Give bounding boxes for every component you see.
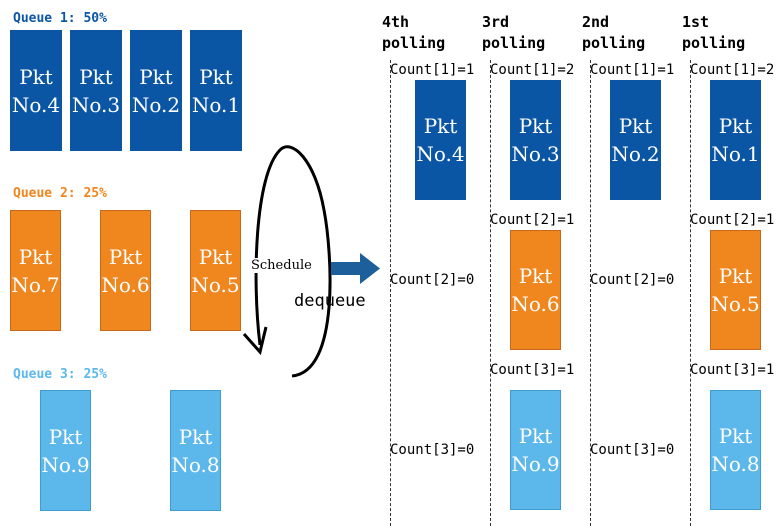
- polling-2-count-2: Count[2]=0: [590, 272, 675, 288]
- polling-2-count-1: Count[1]=1: [590, 62, 675, 78]
- polling-1-count-2: Count[2]=1: [690, 212, 775, 228]
- polling-3-count-3: Count[3]=1: [490, 362, 575, 378]
- queue-1-packet-4: Pkt No.4: [10, 30, 62, 151]
- polling-3-packet-9: Pkt No.9: [510, 390, 561, 510]
- packet-label: Pkt: [108, 244, 143, 269]
- queue-1-packet-2: Pkt No.2: [130, 30, 182, 151]
- queue-2-packet-5: Pkt No.5: [190, 210, 241, 331]
- packet-label: Pkt: [178, 424, 213, 449]
- dequeue-arrow-head: [360, 253, 380, 284]
- dequeue-arrow-shaft: [331, 262, 361, 275]
- packet-number: No.8: [171, 452, 220, 477]
- queue-3-label: Queue 3: 25%: [13, 367, 107, 382]
- queue-2-packet-6: Pkt No.6: [100, 210, 151, 331]
- scheduler-loop-arrowhead: [242, 326, 268, 356]
- polling-3-packet-6: Pkt No.6: [510, 230, 561, 350]
- polling-4-count-1: Count[1]=1: [390, 62, 475, 78]
- polling-2-divider: [590, 60, 591, 526]
- packet-label: Pkt: [518, 264, 553, 288]
- polling-3-header: 3rd polling: [482, 12, 545, 54]
- polling-3-count-1: Count[1]=2: [490, 62, 575, 78]
- polling-ordinal: 3rd: [482, 13, 510, 31]
- schedule-label: Schedule: [249, 258, 314, 273]
- packet-number: No.3: [71, 92, 121, 117]
- polling-4-packet-4: Pkt No.4: [415, 80, 466, 200]
- polling-4-divider: [390, 60, 391, 526]
- polling-ordinal: 1st: [682, 13, 710, 31]
- packet-number: No.8: [711, 452, 760, 476]
- queue-1-packet-3: Pkt No.3: [70, 30, 122, 151]
- polling-2-header: 2nd polling: [582, 12, 645, 54]
- polling-2-packet-2: Pkt No.2: [610, 80, 661, 200]
- packet-number: No.2: [131, 92, 181, 117]
- packet-label: Pkt: [198, 244, 233, 269]
- packet-label: Pkt: [19, 64, 53, 89]
- scheduler-loop: [254, 145, 332, 378]
- polling-3-packet-3: Pkt No.3: [510, 80, 561, 200]
- queue-1-packet-1: Pkt No.1: [190, 30, 242, 151]
- packet-number: No.3: [511, 142, 560, 166]
- polling-4-header: 4th polling: [382, 12, 445, 54]
- packet-label: Pkt: [718, 264, 753, 288]
- packet-number: No.4: [11, 92, 61, 117]
- packet-number: No.1: [191, 92, 241, 117]
- packet-label: Pkt: [423, 114, 458, 138]
- polling-4-count-3: Count[3]=0: [390, 442, 475, 458]
- polling-1-packet-1: Pkt No.1: [710, 80, 761, 200]
- polling-1-count-1: Count[1]=2: [690, 62, 775, 78]
- polling-word: polling: [682, 34, 746, 52]
- queue-2-label: Queue 2: 25%: [13, 186, 107, 201]
- packet-label: Pkt: [718, 424, 753, 448]
- packet-number: No.4: [416, 142, 465, 166]
- queue-3-packet-9: Pkt No.9: [40, 390, 91, 511]
- polling-ordinal: 2nd: [582, 13, 610, 31]
- dequeue-label: dequeue: [294, 291, 366, 311]
- packet-number: No.9: [511, 452, 560, 476]
- packet-number: No.1: [711, 142, 760, 166]
- packet-number: No.6: [511, 292, 560, 316]
- packet-label: Pkt: [139, 64, 173, 89]
- packet-number: No.2: [611, 142, 660, 166]
- packet-label: Pkt: [618, 114, 653, 138]
- packet-number: No.5: [191, 272, 240, 297]
- polling-word: polling: [482, 34, 546, 52]
- queue-2-packet-7: Pkt No.7: [10, 210, 61, 331]
- polling-word: polling: [382, 34, 446, 52]
- polling-2-count-3: Count[3]=0: [590, 442, 675, 458]
- packet-label: Pkt: [199, 64, 233, 89]
- queue-3-packet-8: Pkt No.8: [170, 390, 221, 511]
- polling-1-count-3: Count[3]=1: [690, 362, 775, 378]
- packet-label: Pkt: [48, 424, 83, 449]
- polling-3-count-2: Count[2]=1: [490, 212, 575, 228]
- polling-1-header: 1st polling: [682, 12, 745, 54]
- polling-1-divider: [690, 60, 691, 526]
- packet-number: No.9: [41, 452, 90, 477]
- packet-number: No.5: [711, 292, 760, 316]
- polling-1-packet-5: Pkt No.5: [710, 230, 761, 350]
- packet-label: Pkt: [18, 244, 53, 269]
- polling-1-packet-8: Pkt No.8: [710, 390, 761, 510]
- packet-label: Pkt: [718, 114, 753, 138]
- packet-label: Pkt: [518, 114, 553, 138]
- polling-word: polling: [582, 34, 646, 52]
- packet-label: Pkt: [518, 424, 553, 448]
- packet-label: Pkt: [79, 64, 113, 89]
- packet-number: No.7: [11, 272, 60, 297]
- polling-3-divider: [490, 60, 491, 526]
- polling-4-count-2: Count[2]=0: [390, 272, 475, 288]
- polling-ordinal: 4th: [382, 13, 410, 31]
- packet-number: No.6: [101, 272, 150, 297]
- queue-1-label: Queue 1: 50%: [13, 11, 107, 26]
